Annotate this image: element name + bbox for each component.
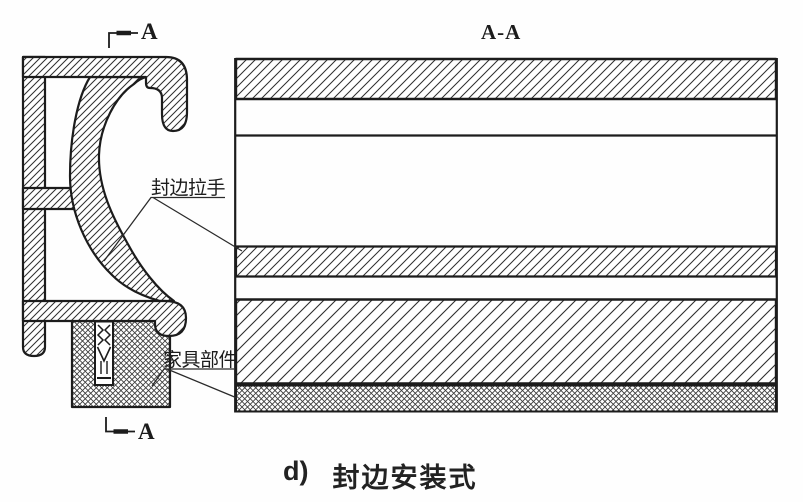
screw-thread-left [96,324,105,346]
section-layer-furniture-board [235,384,777,413]
screw [94,320,114,386]
section-view-title: A-A [481,20,522,44]
edge-handle-profile [21,55,189,358]
section-cut-marker-top [108,30,138,48]
cut-marker-letter-bottom: A [138,419,155,444]
cut-marker-letter-top: A [141,19,158,44]
section-layer-handle-web [234,245,778,278]
profile-divider-rib [21,186,78,211]
profile-grip-arc [68,75,176,303]
section-layer-bottom-flange [234,298,778,385]
leader-edge-handle [103,196,243,262]
section-view-a-a [234,57,778,413]
profile-bottom-flange [21,299,188,338]
profile-top-flange-hook [21,55,189,133]
screw-thread-right [103,324,112,346]
section-cut-marker-bottom [105,417,135,434]
screw-shaft [100,361,108,374]
leader-furniture-part [151,368,238,399]
leader-lines [103,196,243,399]
screw-tip [96,346,112,363]
furniture-part-block [70,319,172,409]
section-layer-top-flange [234,57,778,101]
label-edge-handle: 封边拉手 [151,178,226,199]
caption-title: 封边安装式 [332,463,478,493]
caption-index: d) [283,456,309,486]
figure-caption: d) 封边安装式 [283,456,477,495]
label-furniture-part: 家具部件 [163,350,238,371]
